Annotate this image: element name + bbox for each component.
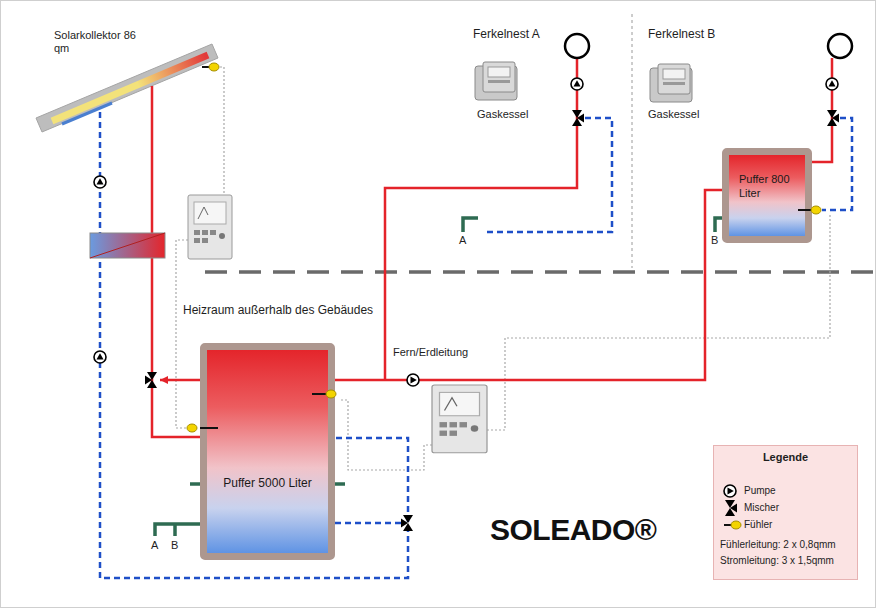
sensor-wire: [176, 240, 188, 428]
sensor-symbol: [326, 390, 336, 398]
legend-text: Stromleitung: 3 x 1,5qmm: [720, 555, 834, 567]
heating-circuit-symbol: [828, 34, 852, 58]
gas-boiler-icon: [475, 62, 517, 100]
pipe-stub: [190, 482, 200, 486]
legend-sample: [720, 482, 740, 500]
sensor-symbol: [811, 206, 821, 214]
collector-label: Solarkollektor 86 qm: [54, 29, 136, 55]
return-pipe: [335, 522, 404, 525]
port-label: A: [151, 539, 158, 552]
mixer-symbol: [572, 110, 584, 126]
flow-arrowhead: [160, 376, 168, 384]
sensor-lead: [798, 209, 812, 211]
sensor-lead: [200, 427, 218, 429]
device-label: Gaskessel: [477, 108, 528, 121]
pipe-stub: [463, 218, 478, 232]
legend-sample: [720, 516, 740, 534]
gas-boiler-icon: [650, 64, 692, 102]
legend-sample: [720, 499, 740, 517]
pump-symbol: [571, 78, 583, 90]
pipe-stub: [155, 524, 200, 536]
pump-symbol: [826, 78, 838, 90]
controller-symbol: [188, 195, 232, 259]
device-label: Gaskessel: [648, 108, 699, 121]
mixer-symbol: [827, 110, 839, 126]
mixer-symbol: [725, 500, 737, 516]
port-label: B: [171, 539, 178, 552]
building-wall-line: [205, 270, 876, 274]
flow-pipe: [385, 58, 577, 380]
tank-sensor-layer: [200, 343, 335, 560]
buffer-tank: Puffer 5000 Liter: [200, 343, 335, 560]
legend-title: Legende: [713, 451, 858, 464]
flow-pipe: [152, 86, 200, 437]
sensor-symbol: [202, 63, 219, 71]
district-pipe: [335, 190, 722, 380]
mixer-symbol: [401, 515, 413, 531]
heating-circuit-symbol: [565, 34, 589, 58]
pipe-label: Fern/Erdleitung: [391, 346, 470, 359]
return-pipe: [485, 118, 612, 232]
sensor-wire: [216, 67, 224, 195]
return-pipe: [100, 112, 408, 578]
legend-text: Mischer: [744, 502, 779, 514]
pipe-stub: [335, 482, 345, 486]
area-label: Ferkelnest B: [648, 27, 715, 41]
pump-symbol: [724, 485, 736, 497]
collector-absorber: [52, 55, 208, 121]
pump-symbol: [94, 351, 106, 363]
pump-symbol: [94, 176, 106, 188]
tank-sensor-layer: [722, 148, 812, 243]
controller-symbol: [432, 385, 487, 453]
area-divider: [632, 14, 633, 268]
sensor-wire: [487, 214, 830, 430]
heat-exchanger: [90, 233, 165, 258]
tank-label: Puffer 800 Liter: [739, 173, 801, 201]
heat-exchanger-plate: [90, 233, 165, 258]
pipe-stub: [715, 218, 722, 232]
port-label: B: [711, 234, 718, 247]
area-label: Ferkelnest A: [473, 27, 540, 41]
pipe-stub: [173, 524, 177, 536]
buffer-tank: Puffer 800 Liter: [722, 148, 812, 243]
pump-symbol: [407, 374, 419, 386]
solar-collector: [36, 44, 218, 132]
sensor-symbol: [187, 424, 197, 432]
mixer-symbol: [145, 372, 157, 388]
sensor-wire: [341, 400, 432, 470]
tank-label: Puffer 5000 Liter: [207, 476, 328, 491]
legend-text: Pumpe: [744, 485, 776, 497]
sensor-symbol: [724, 521, 741, 529]
port-label: A: [459, 234, 466, 247]
brand-logo: SOLEADO®: [490, 512, 656, 548]
collector-cold-side: [62, 103, 112, 124]
return-pipe: [822, 118, 852, 210]
legend-text: Fühlerleitung: 2 x 0,8qmm: [720, 539, 836, 551]
legend-text: Fühler: [744, 519, 772, 531]
room-label: Heizraum außerhalb des Gebäudes: [183, 303, 373, 317]
